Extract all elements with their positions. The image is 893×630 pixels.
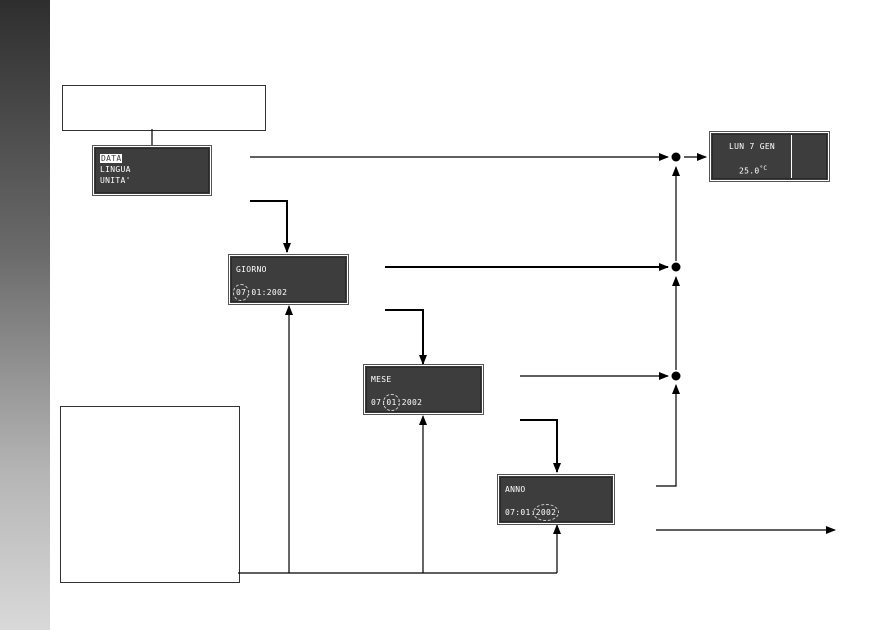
junction-dot-icon (671, 152, 681, 162)
anno-date-value: 07:01:2002 (505, 504, 560, 521)
result-lcd-screen: LUN 7 GEN 25.0°C (711, 133, 828, 180)
result-date-line: LUN 7 GEN (729, 142, 776, 151)
top-caption-box (62, 85, 266, 131)
mese-label: MESE (371, 375, 392, 384)
giorno-date-value: 07:01:2002 (232, 284, 288, 301)
junction-dot-icon (671, 371, 681, 381)
result-temperature: 25.0°C (739, 165, 768, 176)
blink-indicator-icon: 01 (383, 394, 400, 411)
blink-indicator-icon: 07 (232, 284, 250, 301)
result-divider (791, 135, 792, 178)
side-gradient-band (0, 0, 50, 630)
giorno-label: GIORNO (236, 265, 267, 274)
junction-dot-icon (671, 262, 681, 272)
result-unit: °C (759, 165, 768, 172)
anno-lcd-screen: ANNO 07:01:2002 (499, 476, 613, 523)
menu-lcd-screen: DATA LINGUA UNITA' (94, 147, 210, 194)
menu-item-lingua: LINGUA (100, 165, 131, 174)
blink-indicator-icon: 2002 (532, 504, 560, 521)
giorno-lcd-screen: GIORNO 07:01:2002 (230, 256, 347, 303)
mese-lcd-screen: MESE 07:01:2002 (365, 366, 482, 413)
menu-item-unita: UNITA' (100, 176, 131, 185)
mese-to-anno-arrow (520, 419, 561, 473)
anno-to-junction-arrow (656, 384, 680, 487)
giorno-to-mese-arrow (385, 309, 427, 365)
menu-to-giorno-arrow (250, 200, 291, 253)
menu-item-data: DATA (100, 154, 123, 163)
side-caption-box (60, 406, 240, 583)
anno-label: ANNO (505, 485, 526, 494)
mese-date-value: 07:01:2002 (371, 394, 423, 411)
